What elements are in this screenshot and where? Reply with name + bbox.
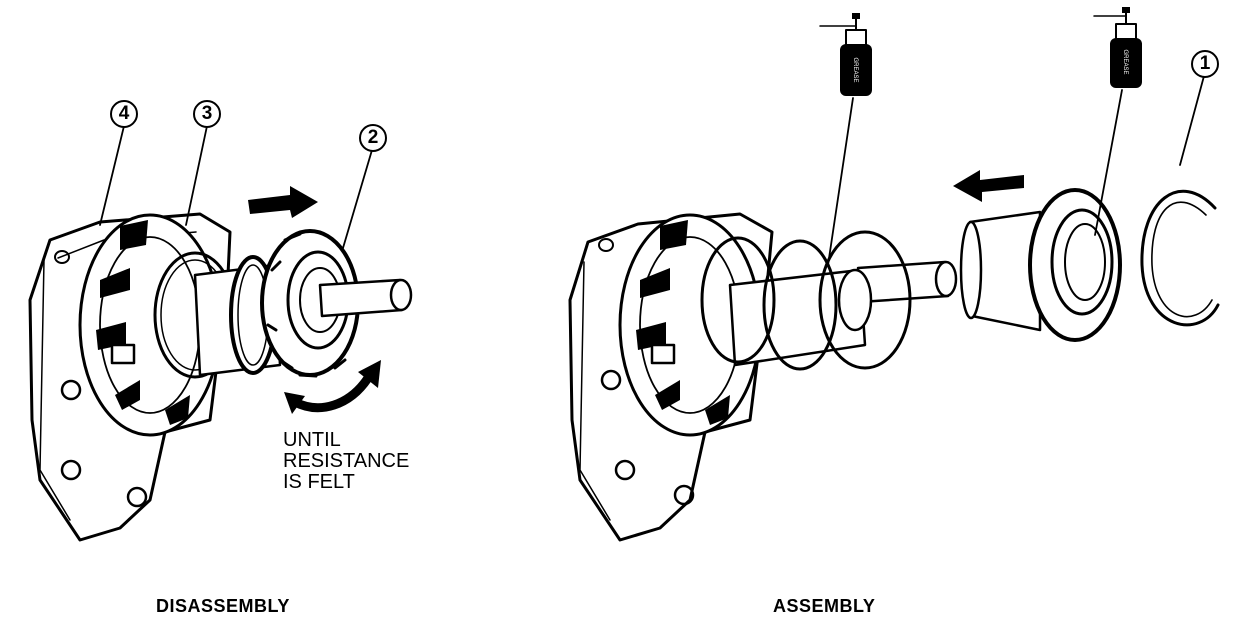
callout-1: 1 <box>1191 50 1219 78</box>
seal-ring <box>762 239 838 371</box>
insert-arrow <box>953 170 1024 202</box>
split-ring-1 <box>1140 189 1220 327</box>
callout-4: 4 <box>110 100 138 128</box>
caption-disassembly: DISASSEMBLY <box>156 596 290 616</box>
pull-arrow <box>248 186 318 218</box>
rotation-note: UNTIL RESISTANCE IS FELT <box>283 429 410 493</box>
callout-2: 2 <box>359 124 387 152</box>
callout-3: 3 <box>193 100 221 128</box>
bearing-2 <box>1028 188 1122 342</box>
o-ring <box>818 230 912 370</box>
assembly-figure: GREASE GREASE <box>568 7 1220 542</box>
caption-assembly: ASSEMBLY <box>773 596 876 616</box>
grease-tube-right <box>1093 7 1142 88</box>
disassembly-figure <box>28 125 413 542</box>
grease-label: GREASE <box>1122 49 1128 74</box>
snap-ring-3 <box>700 236 776 364</box>
grease-tube-left <box>819 13 872 96</box>
grease-label: GREASE <box>852 57 858 82</box>
rotate-arrow <box>292 375 372 413</box>
